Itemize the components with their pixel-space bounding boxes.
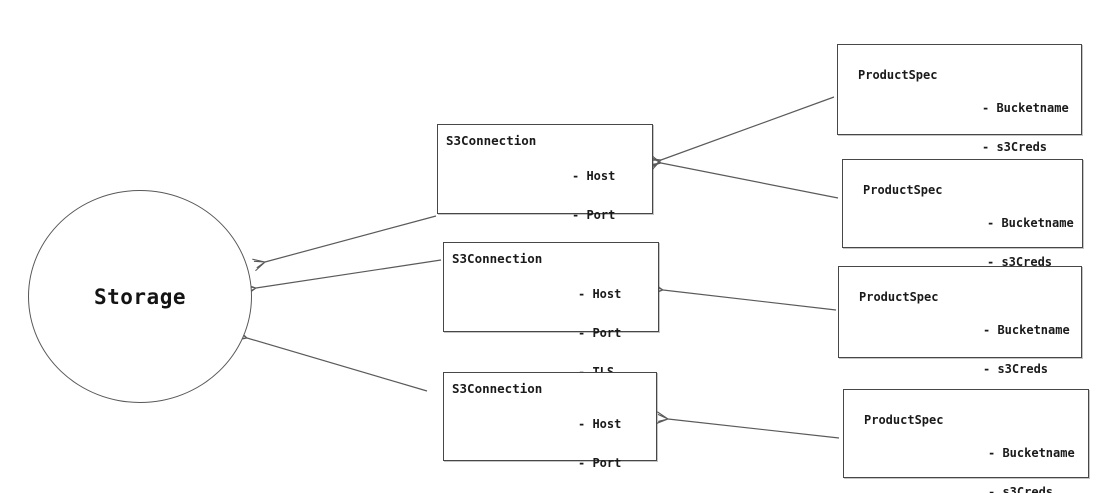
attribute-host: - Host (578, 287, 622, 301)
s3-connection-label: S3Connection (446, 133, 537, 148)
s3-connection-1-node: S3Connection - Host - Port - TLS (437, 124, 653, 261)
s3-connection-3-node: S3Connection - Host - Port - TLS (443, 372, 657, 470)
s3-connection-label: S3Connection (452, 251, 543, 266)
attribute-port: - Port (572, 208, 616, 222)
s3-connection-label: S3Connection (452, 381, 543, 396)
storage-label: Storage (93, 284, 186, 309)
edge-s3-connection-1-to-storage (265, 215, 437, 262)
attribute-bucketname: - Bucketname (987, 216, 1074, 230)
attribute-s3creds: - s3Creds (988, 485, 1054, 493)
edge-s3-connection-2-to-storage (256, 259, 442, 288)
edge-product-spec-2-to-s3-connection-1 (661, 163, 839, 199)
attribute-host: - Host (578, 417, 622, 431)
attribute-bucketname: - Bucketname (982, 101, 1069, 115)
product-spec-1-node: ProductSpec - Bucketname - s3Creds (837, 44, 1082, 154)
attribute-bucketname: - Bucketname (988, 446, 1075, 460)
product-spec-label: ProductSpec (859, 290, 939, 304)
edge-s3-connection-3-to-storage (247, 338, 428, 392)
product-spec-label: ProductSpec (864, 413, 944, 427)
product-spec-2-node: ProductSpec - Bucketname - s3Creds (842, 159, 1083, 269)
product-spec-4-node: ProductSpec - Bucketname - s3Creds (843, 389, 1089, 493)
attribute-s3creds: - s3Creds (983, 362, 1049, 376)
attribute-bucketname: - Bucketname (983, 323, 1070, 337)
attribute-s3creds: - s3Creds (982, 140, 1048, 154)
attribute-host: - Host (572, 169, 616, 183)
edge-product-spec-1-to-s3-connection-1 (661, 96, 835, 160)
attribute-port: - Port (578, 456, 622, 470)
s3-connection-2-node: S3Connection - Host - Port - TLS (443, 242, 659, 379)
edge-product-spec-4-to-s3-connection-3 (668, 419, 840, 439)
product-spec-3-node: ProductSpec - Bucketname - s3Creds (838, 266, 1082, 376)
attribute-s3creds: - s3Creds (987, 255, 1053, 269)
storage-node: Storage (28, 190, 252, 403)
product-spec-label: ProductSpec (858, 68, 938, 82)
edge-product-spec-3-to-s3-connection-2 (663, 290, 837, 311)
attribute-port: - Port (578, 326, 622, 340)
product-spec-label: ProductSpec (863, 183, 943, 197)
